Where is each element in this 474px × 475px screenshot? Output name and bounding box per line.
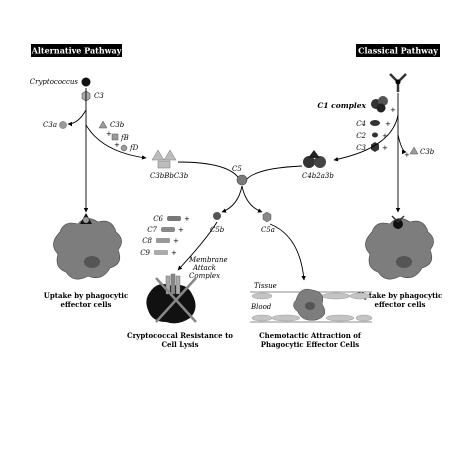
c2-label: C2 — [356, 132, 366, 140]
alt-c3b-label: C3b — [110, 121, 125, 129]
c1-complex-label: C1 complex — [317, 101, 366, 110]
alt-convertase-label: C3bBbC3b — [150, 172, 189, 180]
c7-icon — [161, 227, 175, 232]
plus-sign: + — [114, 141, 120, 149]
uptake-right-line1: Uptake by phagocytic — [358, 291, 442, 300]
c5-label: C5 — [232, 165, 242, 173]
cryptococcus-icon — [81, 77, 91, 87]
plus-sign: + — [382, 132, 388, 140]
antibody-icon — [389, 73, 407, 92]
fd-label: fD — [129, 144, 139, 152]
alt-convertase-arrow — [85, 124, 147, 160]
c3a-icon — [59, 121, 67, 129]
plus-sign: + — [404, 151, 410, 159]
c5a-arrow — [241, 185, 263, 213]
class-c3b-icon — [409, 146, 419, 155]
c5b-icon — [213, 212, 221, 220]
uptake-left-line2: effector cells — [61, 300, 112, 309]
c7-label: C7 — [147, 226, 157, 234]
plus-sign: + — [382, 144, 388, 152]
chemotaxis-arrow — [269, 223, 306, 281]
c5b-label: C5b — [210, 226, 225, 234]
chemotaxis-caption-line2: Phagocytic Effector Cells — [261, 340, 360, 349]
lysis-resistance-icon — [146, 273, 197, 324]
plus-sign: + — [171, 249, 177, 257]
svg-text:Alternative Pathway: Alternative Pathway — [31, 46, 122, 56]
plus-sign: + — [106, 130, 112, 138]
c1-complex-icon — [371, 96, 388, 113]
plus-sign: + — [385, 120, 391, 128]
plus-sign: + — [178, 226, 184, 234]
mac-arrow — [177, 221, 218, 271]
c5-icon — [236, 174, 248, 186]
phagocyte-left-icon — [53, 213, 122, 280]
mac-label-line2: Attack — [192, 264, 216, 272]
uptake-right-line2: effector cells — [375, 300, 426, 309]
c8-label: C8 — [142, 237, 152, 245]
resistance-caption-line2: Cell Lysis — [161, 340, 198, 349]
phagocyte-right-icon — [365, 215, 434, 280]
mac-label-line1: Membrane — [188, 256, 228, 264]
c4-icon — [370, 120, 380, 126]
c3a-label: C3a — [43, 121, 57, 129]
plus-sign: + — [173, 237, 179, 245]
class-to-c5-line — [245, 165, 303, 181]
blood-vessel-icon — [250, 288, 373, 323]
c9-label: C9 — [140, 249, 150, 257]
svg-text:Classical Pathway: Classical Pathway — [358, 46, 438, 56]
uptake-left-line1: Uptake by phagocytic — [44, 291, 128, 300]
alt-to-c5-line — [177, 161, 241, 181]
c3b-icon — [98, 120, 108, 129]
classical-pathway-header: Classical Pathway — [356, 44, 440, 57]
cryptococcus-label: Cryptococcus — [30, 78, 79, 86]
c8-icon — [156, 238, 170, 243]
c9-icon — [154, 250, 168, 255]
c5a-icon — [262, 211, 272, 223]
plus-sign: + — [390, 106, 396, 114]
fb-label: fB — [120, 134, 129, 142]
c3a-arrow — [67, 109, 87, 127]
alt-c3-label: C3 — [94, 92, 104, 100]
fb-icon — [111, 133, 119, 141]
alternative-pathway-header: Alternative Pathway — [31, 44, 122, 57]
mac-label-line3: Complex — [189, 272, 220, 280]
tissue-label: Tissue — [254, 282, 277, 290]
c4-label: C4 — [356, 120, 366, 128]
alt-convertase-icon — [151, 149, 177, 169]
c6-label: C6 — [153, 215, 163, 223]
c2-icon — [372, 132, 378, 138]
c5a-label: C5a — [261, 226, 275, 234]
c6-icon — [167, 216, 181, 221]
class-convertase-label: C4b2a3b — [302, 172, 334, 180]
plus-sign: + — [184, 215, 190, 223]
class-convertase-icon — [303, 150, 326, 168]
blood-label: Blood — [250, 303, 272, 311]
c5b-arrow — [221, 185, 243, 213]
class-convertase-arrow — [333, 114, 399, 162]
fd-icon — [120, 144, 128, 152]
class-c3-label: C3 — [356, 144, 366, 152]
class-c3b-label: C3b — [420, 148, 435, 156]
class-c3b-arrow — [397, 134, 407, 155]
resistance-caption-line1: Cryptococcal Resistance to — [127, 331, 233, 340]
chemotaxis-caption-line1: Chemotactic Attraction of — [259, 331, 362, 340]
